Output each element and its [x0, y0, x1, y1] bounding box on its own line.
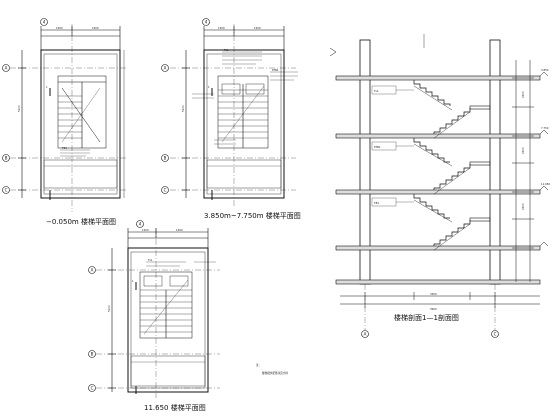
elevation-label: 7.750 — [541, 126, 549, 130]
note-text: 楼梯踏步配筋详见大样 — [262, 371, 288, 375]
axis-label: B — [164, 155, 167, 160]
axis-label: B — [91, 351, 94, 356]
plan-1 — [2, 18, 126, 212]
dim-label: 3900 — [430, 307, 437, 311]
member-tag: TB1 — [62, 146, 67, 150]
note-heading: 注： — [256, 363, 261, 367]
plan-1-caption: −0.050m 楼梯平面图 — [46, 217, 116, 226]
section-caption: 楼梯剖面1—1剖面图 — [394, 313, 459, 322]
dim-label: 2400 — [521, 147, 525, 154]
dim-label: 1500 — [254, 26, 261, 30]
dim-label: 5100 — [181, 105, 185, 112]
axis-label: A — [5, 65, 8, 70]
member-tag: PTB1 — [272, 68, 279, 72]
axis-label: 4 — [205, 19, 208, 24]
elevation-label: 3.850 — [541, 68, 549, 72]
member-tag: TL1 — [224, 48, 229, 52]
axis-label: 4 — [43, 19, 46, 24]
axis-label: C — [164, 187, 167, 192]
dim-label: 1500 — [92, 26, 99, 30]
dim-label: 2400 — [521, 203, 525, 210]
cut-mark: 1 — [132, 279, 134, 283]
axis-label: 4 — [139, 221, 142, 226]
dim-label: 1500 — [176, 228, 183, 232]
axis-label: B — [5, 155, 8, 160]
axis-label: A — [91, 267, 94, 272]
axis-label: A — [364, 331, 367, 336]
dim-label: 5100 — [107, 305, 111, 312]
member-tag: TL1 — [148, 258, 153, 262]
elevation-label: 11.650 — [541, 182, 550, 186]
axis-label: C — [5, 187, 8, 192]
dim-label: 1500 — [142, 228, 149, 232]
member-tag: TL1 — [374, 89, 379, 93]
cut-mark: 1 — [46, 85, 48, 89]
axis-label: C — [494, 331, 497, 336]
dim-label: 2400 — [521, 91, 525, 98]
dim-label: 5100 — [17, 105, 21, 112]
plan-2 — [161, 18, 298, 206]
plan-3-caption: 11.650 楼梯平面图 — [144, 403, 206, 412]
cut-mark: 1 — [208, 85, 210, 89]
member-tag: TB1 — [374, 201, 379, 205]
axis-label: A — [164, 65, 167, 70]
dim-label: 3300 — [430, 292, 437, 296]
dim-label: 1500 — [218, 26, 225, 30]
section-1-1 — [329, 34, 549, 338]
axis-label: C — [91, 385, 94, 390]
dim-label: 1500 — [56, 26, 63, 30]
plan-2-caption: 3.850m~7.750m 楼梯平面图 — [204, 211, 301, 220]
member-tag: PTB1 — [374, 145, 381, 149]
plan-3 — [88, 220, 220, 398]
